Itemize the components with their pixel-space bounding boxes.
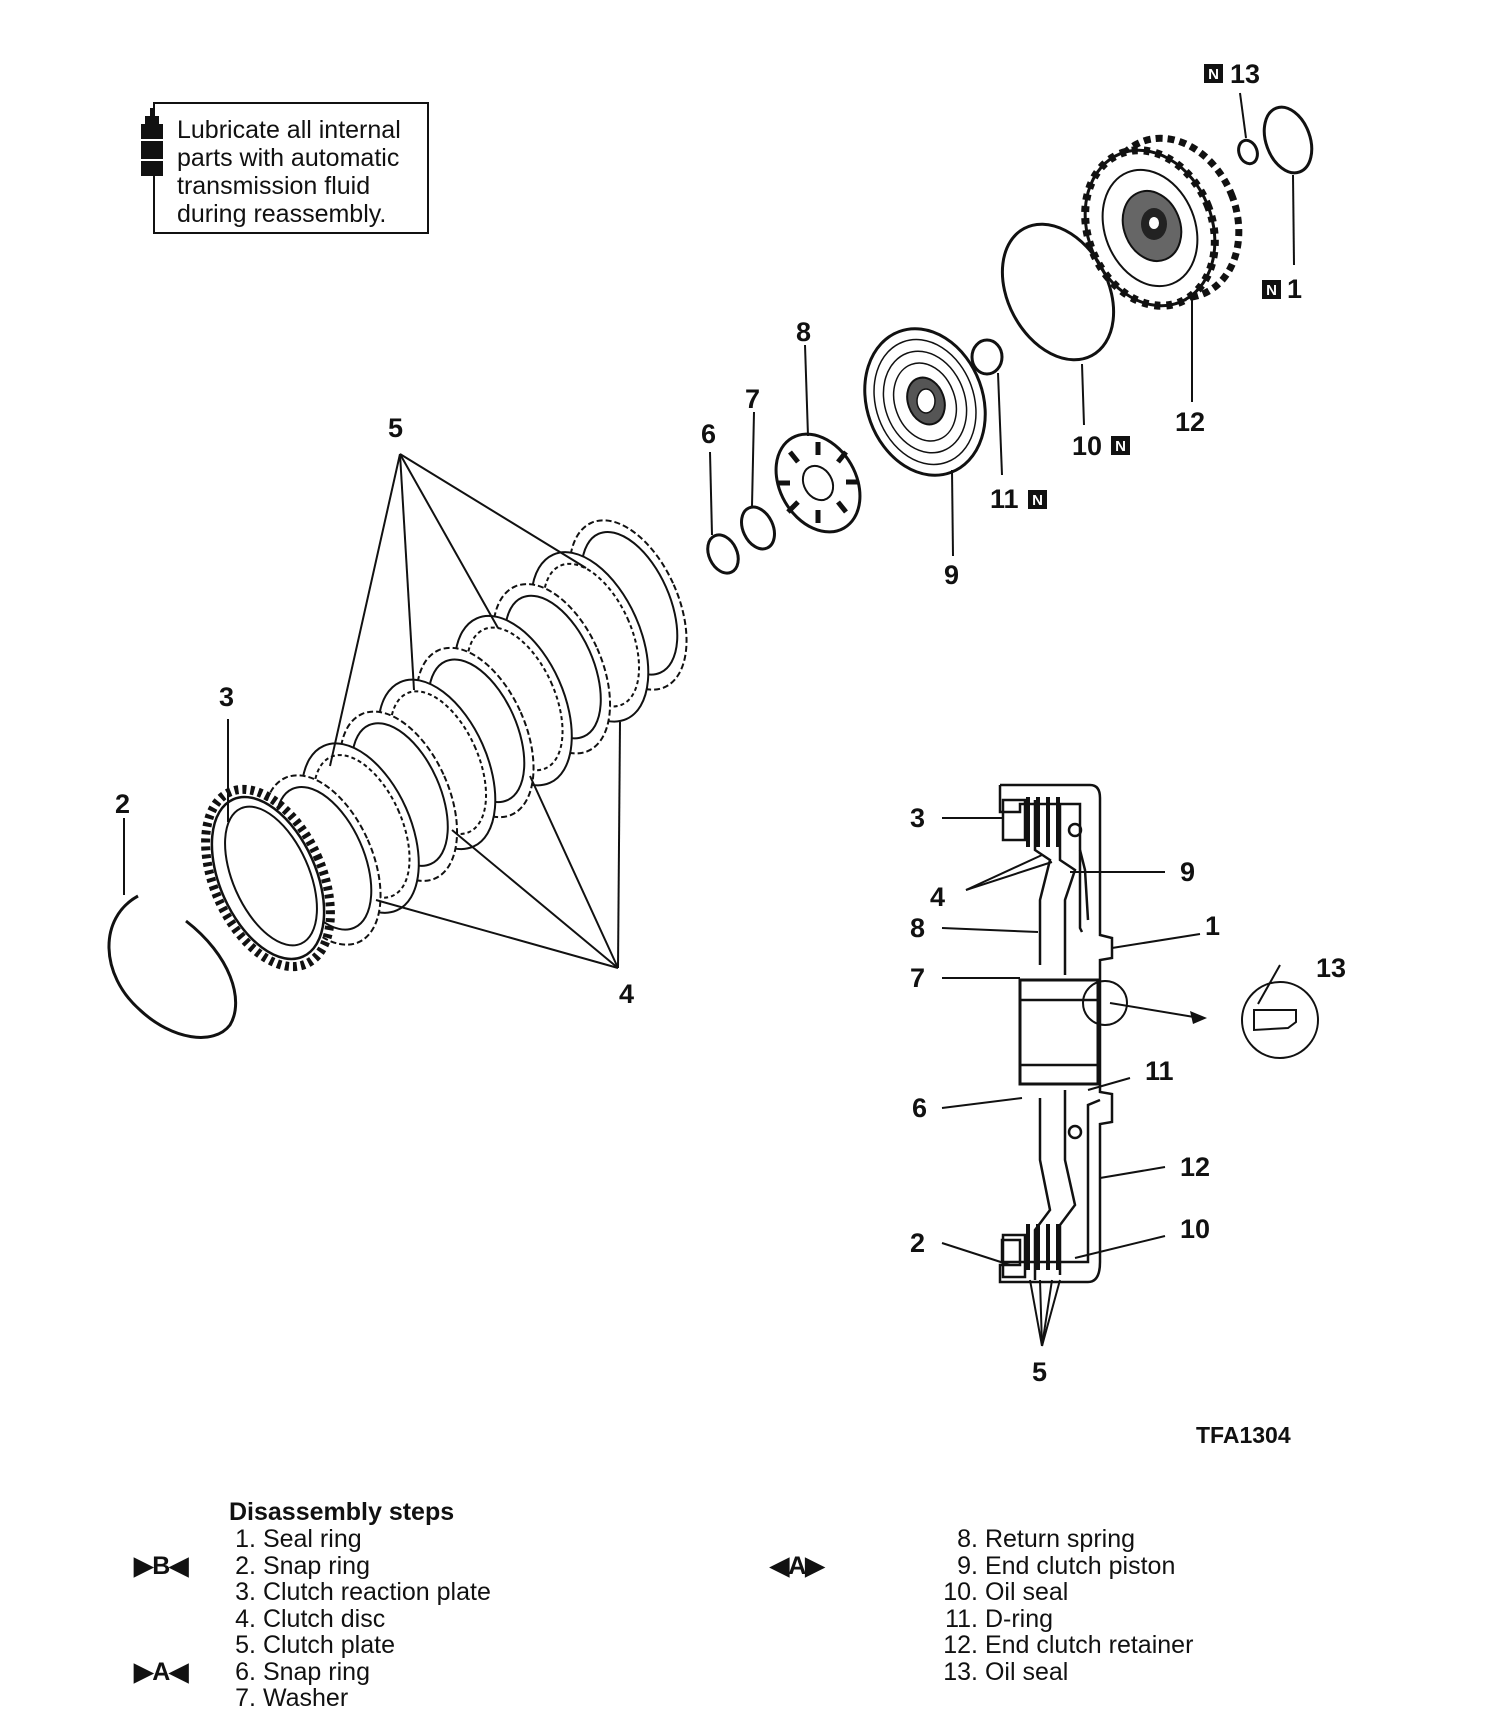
oil-seal-13 [1237, 138, 1259, 166]
callout-9: 9 [944, 560, 959, 590]
step-item: 9. End clutch piston [957, 1551, 1176, 1580]
disassembly-steps-left: 1. Seal ring 2. Snap ring 3. Clutch reac… [231, 1526, 491, 1712]
callout-7: 7 [745, 384, 760, 414]
section-callout-3: 3 [910, 803, 925, 833]
step-item: 12. End clutch retainer [943, 1631, 1194, 1659]
new-part-badge: N [1032, 492, 1043, 509]
disassembly-steps-right: 8. Return spring 9. End clutch piston 10… [940, 1526, 1193, 1685]
return-spring [774, 432, 862, 534]
note-line: during reassembly. [177, 200, 387, 228]
leader-lines-plates [329, 453, 621, 969]
callout-6: 6 [701, 419, 716, 449]
callout-12: 12 [1175, 407, 1205, 437]
note-line: parts with automatic [177, 144, 400, 172]
step-item: 13. Oil seal [943, 1657, 1069, 1686]
section-callout-7: 7 [910, 963, 925, 993]
snap-ring-2 [107, 894, 238, 1039]
section-callout-8: 8 [910, 913, 925, 943]
step-item: 2. Snap ring [235, 1551, 370, 1580]
disassembly-steps-title: Disassembly steps [229, 1498, 455, 1526]
callout-2: 2 [115, 789, 130, 819]
section-callout-5: 5 [1032, 1357, 1047, 1387]
service-marker-b: ▶B◀ [134, 1552, 189, 1580]
callout-4: 4 [619, 979, 634, 1009]
section-callout-1: 1 [1205, 911, 1220, 941]
callout-10: 10 [1072, 431, 1102, 461]
note-line: transmission fluid [177, 172, 371, 200]
step-item: 11. D-ring [945, 1604, 1054, 1633]
section-callout-13: 13 [1316, 953, 1346, 983]
note-line: Lubricate all internal [177, 116, 401, 144]
d-ring-11 [970, 338, 1004, 376]
section-callout-4: 4 [930, 882, 945, 912]
section-callout-12: 12 [1180, 1152, 1210, 1182]
step-item: 3. Clutch reaction plate [235, 1578, 491, 1606]
oil-seal-10 [1000, 222, 1116, 362]
service-marker-a: ▶A◀ [134, 1658, 189, 1686]
section-callout-2: 2 [910, 1228, 925, 1258]
figure-code: TFA1304 [1196, 1422, 1291, 1448]
service-marker-a-reverse: ◀A▶ [770, 1552, 825, 1580]
step-item: 10. Oil seal [943, 1578, 1069, 1606]
lubrication-note: Lubricate all internal parts with automa… [141, 102, 429, 234]
snap-ring-6 [706, 533, 740, 575]
section-callout-6: 6 [912, 1093, 927, 1123]
callout-1: 1 [1287, 274, 1302, 304]
cross-section-view [998, 783, 1319, 1284]
callout-8: 8 [796, 317, 811, 347]
clutch-reaction-plate [201, 784, 335, 972]
section-callout-9: 9 [1180, 857, 1195, 887]
washer-7 [740, 505, 776, 551]
end-clutch-piston [863, 327, 987, 477]
new-part-badge: N [1208, 66, 1219, 83]
new-part-badge: N [1266, 282, 1277, 299]
callout-3: 3 [219, 682, 234, 712]
callout-11: 11 [990, 484, 1019, 514]
new-part-badge: N [1115, 438, 1126, 455]
callout-5: 5 [388, 413, 403, 443]
step-item: 6. Snap ring [235, 1657, 370, 1686]
step-item: 1. Seal ring [235, 1525, 362, 1553]
end-clutch-retainer-drum [1081, 134, 1243, 310]
seal-ring-1 [1262, 105, 1314, 175]
section-callout-11: 11 [1145, 1056, 1174, 1086]
detail-arrow-head [1190, 1011, 1207, 1024]
section-leader-lines [941, 817, 1281, 1347]
step-item: 8. Return spring [957, 1525, 1136, 1553]
step-item: 4. Clutch disc [235, 1604, 386, 1633]
step-item: 5. Clutch plate [235, 1631, 395, 1659]
oil-can-icon [141, 108, 163, 176]
callout-13: 13 [1230, 59, 1260, 89]
section-callout-10: 10 [1180, 1214, 1210, 1244]
step-item: 7. Washer [235, 1684, 349, 1712]
